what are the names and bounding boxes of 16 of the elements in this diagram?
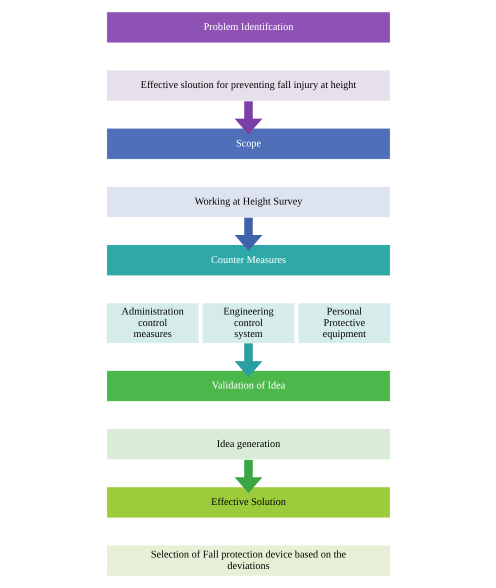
arrow — [234, 218, 262, 251]
node-box: Effective sloution for preventing fall injury at height — [106, 70, 390, 102]
arrow — [234, 101, 262, 134]
arrow — [234, 343, 262, 378]
node-box: Administration control measures — [106, 302, 199, 344]
node-box: Engineering control system — [202, 302, 294, 344]
node-box: Working at Height Survey — [106, 186, 390, 218]
node-box: Selection of Fall protection device based on the deviations — [106, 544, 390, 576]
arrow — [234, 460, 262, 494]
node-box: Idea generation — [106, 428, 390, 460]
node-box: Validation of Idea — [106, 370, 390, 402]
node-box: Counter Measures — [106, 244, 390, 276]
node-box: Problem Identifcation — [106, 12, 390, 44]
node-box: Scope — [106, 128, 390, 160]
node-box: Personal Protective equipment — [297, 302, 390, 344]
node-box: Effective Solution — [106, 486, 390, 518]
